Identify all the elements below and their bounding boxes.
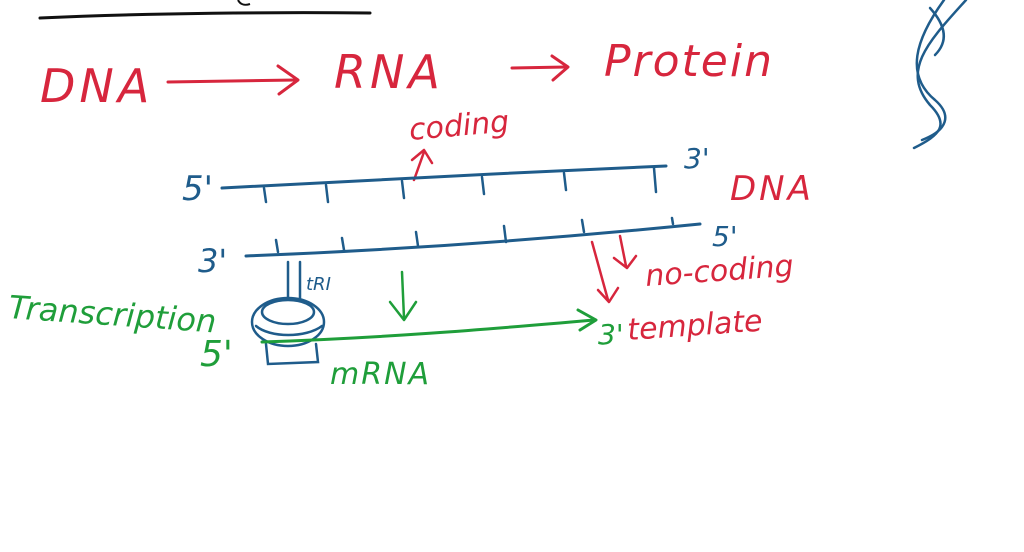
- bottom-strand-3-prime: 3': [198, 242, 227, 280]
- rna-to-protein-arrow: [510, 54, 570, 82]
- bottom-strand-5-prime: 5': [712, 220, 738, 253]
- heading-underline: [38, 11, 372, 20]
- transcription-down-arrow: [388, 270, 418, 322]
- top-strand-ticks: [262, 166, 658, 204]
- top-dna-strand: [220, 164, 668, 190]
- enzyme-label: tRI: [306, 274, 331, 295]
- dna-flow-label: DNA: [40, 59, 153, 113]
- double-helix-icon: [912, 0, 968, 150]
- mrna-3-prime: 3': [598, 318, 624, 351]
- top-strand-3-prime: 3': [684, 142, 710, 175]
- coding-label: coding: [408, 104, 511, 148]
- rna-flow-label: RNA: [334, 45, 444, 99]
- heading-fragment: [237, 0, 251, 6]
- mrna-label: mRNA: [330, 357, 431, 392]
- dna-strand-label: DNA: [730, 169, 814, 209]
- mrna-strand: [260, 308, 598, 344]
- protein-flow-label: Protein: [604, 36, 774, 87]
- non-coding-label: no-coding: [644, 249, 795, 294]
- template-arrows: [590, 234, 638, 304]
- bottom-strand-ticks: [274, 216, 675, 254]
- top-strand-5-prime: 5': [182, 169, 213, 209]
- bottom-dna-strand: [244, 222, 702, 258]
- coding-arrow: [410, 148, 434, 182]
- rna-polymerase-icon: [250, 260, 326, 366]
- mrna-5-prime: 5': [200, 334, 233, 375]
- dna-to-rna-arrow: [166, 64, 300, 96]
- template-label: template: [626, 304, 764, 348]
- transcription-label: Transcription: [7, 288, 217, 340]
